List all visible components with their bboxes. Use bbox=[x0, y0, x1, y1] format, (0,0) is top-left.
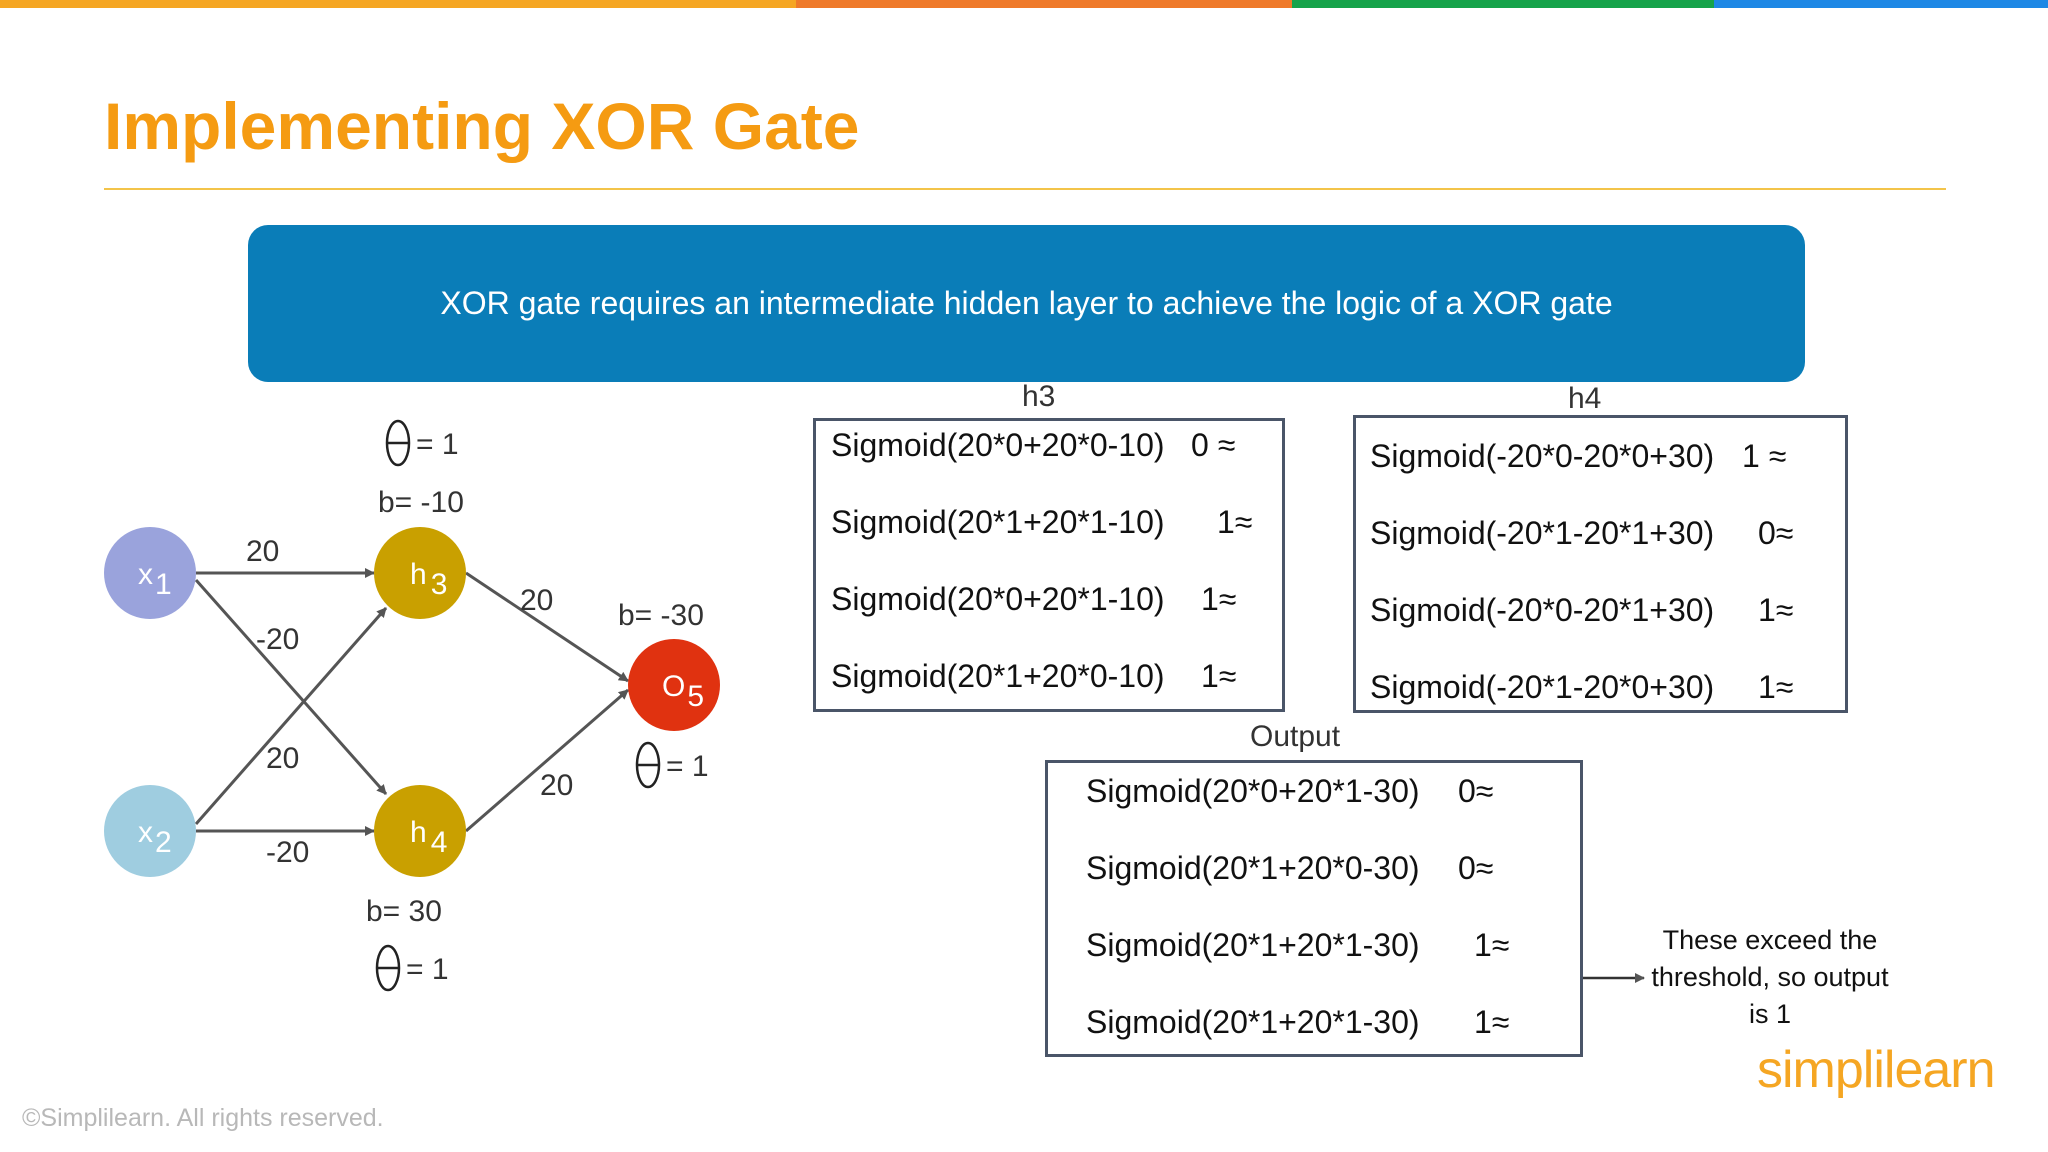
h4-table-title: h4 bbox=[1568, 382, 1602, 415]
row-result: 1≈ bbox=[1474, 927, 1510, 963]
table-row: Sigmoid(20*0+20*0-10) 0 ≈ bbox=[831, 427, 1235, 464]
table-row: Sigmoid(20*1+20*0-30) 0≈ bbox=[1086, 850, 1493, 887]
row-result: 1≈ bbox=[1474, 1004, 1510, 1040]
edge-x1-h4 bbox=[194, 579, 388, 795]
banner: XOR gate requires an intermediate hidden… bbox=[248, 225, 1805, 382]
node-x2 bbox=[104, 785, 196, 877]
row-result: 1≈ bbox=[1217, 504, 1253, 540]
table-row: Sigmoid(20*1+20*1-30) 1≈ bbox=[1086, 927, 1509, 964]
node-x2-label: x2 bbox=[138, 816, 172, 859]
slide-title: Implementing XOR Gate bbox=[104, 89, 860, 163]
weight-h4-o5: 20 bbox=[540, 769, 573, 802]
node-h3 bbox=[374, 527, 466, 619]
h3-table-title: h3 bbox=[1022, 380, 1056, 413]
output-table: Sigmoid(20*0+20*1-30) 0≈ Sigmoid(20*1+20… bbox=[1045, 760, 1583, 1057]
row-result: 1 ≈ bbox=[1742, 438, 1787, 474]
title-divider bbox=[104, 188, 1946, 190]
bias-h4: b= 30 bbox=[366, 895, 442, 928]
row-result: 0≈ bbox=[1458, 773, 1494, 809]
row-expression: Sigmoid(20*1+20*1-30) bbox=[1086, 927, 1420, 963]
threshold-h4-value: = 1 bbox=[406, 953, 449, 986]
table-row: Sigmoid(20*1+20*1-30) 1≈ bbox=[1086, 1004, 1509, 1041]
row-result: 0≈ bbox=[1758, 515, 1794, 551]
weight-x1-h4: -20 bbox=[256, 623, 299, 656]
weight-x2-h3: 20 bbox=[266, 742, 299, 775]
row-expression: Sigmoid(20*0+20*0-10) bbox=[831, 427, 1165, 463]
edge-h4-o5 bbox=[465, 688, 629, 833]
output-table-title: Output bbox=[1250, 720, 1341, 753]
bias-h3: b= -10 bbox=[378, 486, 464, 519]
weight-x2-h4: -20 bbox=[266, 836, 309, 869]
row-result: 0 ≈ bbox=[1191, 427, 1236, 463]
row-result: 1≈ bbox=[1758, 669, 1794, 705]
threshold-h3-value: = 1 bbox=[416, 428, 459, 461]
node-o5-label: O5 bbox=[662, 670, 704, 713]
node-h4 bbox=[374, 785, 466, 877]
node-o5 bbox=[628, 639, 720, 731]
row-expression: Sigmoid(-20*0-20*0+30) bbox=[1370, 438, 1715, 474]
simplilearn-logo: simplilearn bbox=[1757, 1041, 1996, 1099]
row-result: 0≈ bbox=[1458, 850, 1494, 886]
row-expression: Sigmoid(-20*1-20*0+30) bbox=[1370, 669, 1715, 705]
banner-text: XOR gate requires an intermediate hidden… bbox=[440, 285, 1613, 321]
row-expression: Sigmoid(20*1+20*0-30) bbox=[1086, 850, 1420, 886]
row-expression: Sigmoid(20*1+20*1-30) bbox=[1086, 1004, 1420, 1040]
row-result: 1≈ bbox=[1758, 592, 1794, 628]
h3-table: Sigmoid(20*0+20*0-10) 0 ≈ Sigmoid(20*1+2… bbox=[813, 418, 1285, 712]
row-expression: Sigmoid(20*0+20*1-10) bbox=[831, 581, 1165, 617]
node-x1-label: x1 bbox=[138, 558, 172, 601]
weight-h3-o5: 20 bbox=[520, 584, 553, 617]
weight-x1-h3: 20 bbox=[246, 535, 279, 568]
threshold-note: These exceed the threshold, so output is… bbox=[1651, 925, 1889, 1029]
row-expression: Sigmoid(-20*0-20*1+30) bbox=[1370, 592, 1715, 628]
threshold-h4: = 1 bbox=[375, 944, 449, 992]
table-row: Sigmoid(-20*1-20*0+30) 1≈ bbox=[1370, 669, 1793, 706]
row-expression: Sigmoid(-20*1-20*1+30) bbox=[1370, 515, 1715, 551]
threshold-o5-value: = 1 bbox=[666, 750, 709, 783]
row-expression: Sigmoid(20*1+20*0-10) bbox=[831, 658, 1165, 694]
row-expression: Sigmoid(20*0+20*1-30) bbox=[1086, 773, 1420, 809]
table-row: Sigmoid(20*1+20*0-10) 1≈ bbox=[831, 658, 1236, 695]
top-color-bar bbox=[0, 0, 2048, 8]
table-row: Sigmoid(-20*1-20*1+30) 0≈ bbox=[1370, 515, 1793, 552]
edge-x2-h3 bbox=[194, 607, 388, 825]
table-row: Sigmoid(-20*0-20*0+30) 1 ≈ bbox=[1370, 438, 1786, 475]
row-result: 1≈ bbox=[1201, 658, 1237, 694]
node-x1 bbox=[104, 527, 196, 619]
table-row: Sigmoid(20*1+20*1-10) 1≈ bbox=[831, 504, 1252, 541]
row-result: 1≈ bbox=[1201, 581, 1237, 617]
table-row: Sigmoid(20*0+20*1-10) 1≈ bbox=[831, 581, 1236, 618]
table-row: Sigmoid(-20*0-20*1+30) 1≈ bbox=[1370, 592, 1793, 629]
copyright: ©Simplilearn. All rights reserved. bbox=[22, 1104, 384, 1132]
threshold-h3: = 1 bbox=[385, 419, 459, 467]
h4-table: Sigmoid(-20*0-20*0+30) 1 ≈ Sigmoid(-20*1… bbox=[1353, 415, 1848, 713]
row-expression: Sigmoid(20*1+20*1-10) bbox=[831, 504, 1165, 540]
table-row: Sigmoid(20*0+20*1-30) 0≈ bbox=[1086, 773, 1493, 810]
edge-h3-o5 bbox=[465, 571, 629, 683]
bias-o5: b= -30 bbox=[618, 599, 704, 632]
threshold-o5: = 1 bbox=[635, 741, 709, 789]
